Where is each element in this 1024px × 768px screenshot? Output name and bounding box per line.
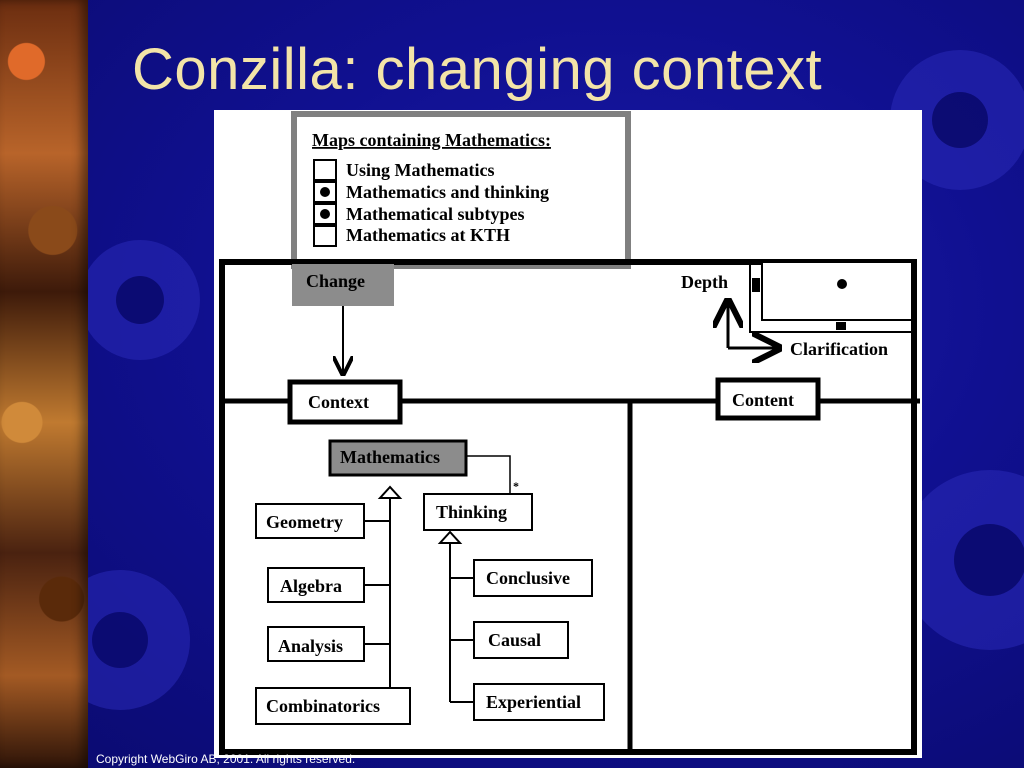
position-dot-icon[interactable] bbox=[837, 279, 847, 289]
map-item-label: Using Mathematics bbox=[346, 160, 494, 180]
concept-mathematics-label: Mathematics bbox=[340, 447, 440, 467]
decorative-gear-strip bbox=[0, 0, 88, 768]
mathematics-thinking-link bbox=[466, 455, 511, 494]
change-button[interactable] bbox=[292, 264, 394, 306]
concept-experiential-label: Experiential bbox=[486, 692, 581, 712]
concept-geometry[interactable] bbox=[255, 503, 365, 539]
concept-geometry-label: Geometry bbox=[266, 512, 343, 532]
concept-combinatorics[interactable] bbox=[255, 687, 411, 725]
concept-conclusive[interactable] bbox=[473, 559, 593, 597]
concept-experiential[interactable] bbox=[473, 683, 605, 721]
concept-analysis[interactable] bbox=[267, 626, 365, 662]
concept-mathematics[interactable] bbox=[328, 439, 468, 477]
depth-label: Depth bbox=[681, 272, 728, 292]
slide-title: Conzilla: changing context bbox=[132, 37, 823, 102]
link-marker: * bbox=[513, 479, 519, 493]
content-tab-label: Content bbox=[732, 390, 794, 410]
concept-analysis-label: Analysis bbox=[278, 636, 343, 656]
concept-combinatorics-label: Combinatorics bbox=[266, 696, 380, 716]
clarification-marker bbox=[836, 322, 846, 330]
maps-list-item[interactable]: Using Mathematics bbox=[313, 159, 494, 181]
concept-algebra[interactable] bbox=[267, 567, 365, 603]
map-checkbox[interactable] bbox=[313, 225, 337, 247]
map-item-label: Mathematics and thinking bbox=[346, 182, 549, 202]
concept-algebra-label: Algebra bbox=[280, 576, 342, 596]
checked-dot-icon bbox=[320, 187, 330, 197]
concept-thinking-label: Thinking bbox=[436, 502, 507, 522]
map-item-label: Mathematical subtypes bbox=[346, 204, 525, 224]
checked-dot-icon bbox=[320, 209, 330, 219]
map-checkbox[interactable] bbox=[313, 159, 337, 181]
inheritance-triangle-icon bbox=[377, 485, 403, 499]
maps-panel-heading: Maps containing Mathematics: bbox=[312, 130, 551, 150]
maps-list-item[interactable]: Mathematics at KTH bbox=[313, 225, 510, 247]
map-item-label: Mathematics at KTH bbox=[346, 225, 510, 245]
conzilla-window-frame bbox=[219, 259, 917, 755]
concept-causal-label: Causal bbox=[488, 630, 541, 650]
maps-panel-border bbox=[291, 111, 631, 269]
context-tab-label: Context bbox=[308, 392, 369, 412]
maps-list-item[interactable]: Mathematics and thinking bbox=[313, 181, 549, 203]
conzilla-diagram: Maps containing Mathematics: Using Mathe… bbox=[214, 110, 922, 758]
maps-list-item[interactable]: Mathematical subtypes bbox=[313, 203, 525, 225]
inheritance-triangle-icon bbox=[437, 530, 463, 544]
change-button-label: Change bbox=[306, 271, 365, 291]
context-tab[interactable] bbox=[287, 379, 403, 425]
depth-marker bbox=[752, 278, 760, 292]
content-tab[interactable] bbox=[715, 377, 821, 421]
concept-causal[interactable] bbox=[473, 621, 569, 659]
concept-thinking[interactable] bbox=[423, 493, 533, 531]
copyright-notice: Copyright WebGiro AB, 2001. All rights r… bbox=[96, 752, 356, 766]
clarification-label: Clarification bbox=[790, 339, 888, 359]
concept-conclusive-label: Conclusive bbox=[486, 568, 570, 588]
navigator-inner[interactable] bbox=[761, 261, 913, 321]
